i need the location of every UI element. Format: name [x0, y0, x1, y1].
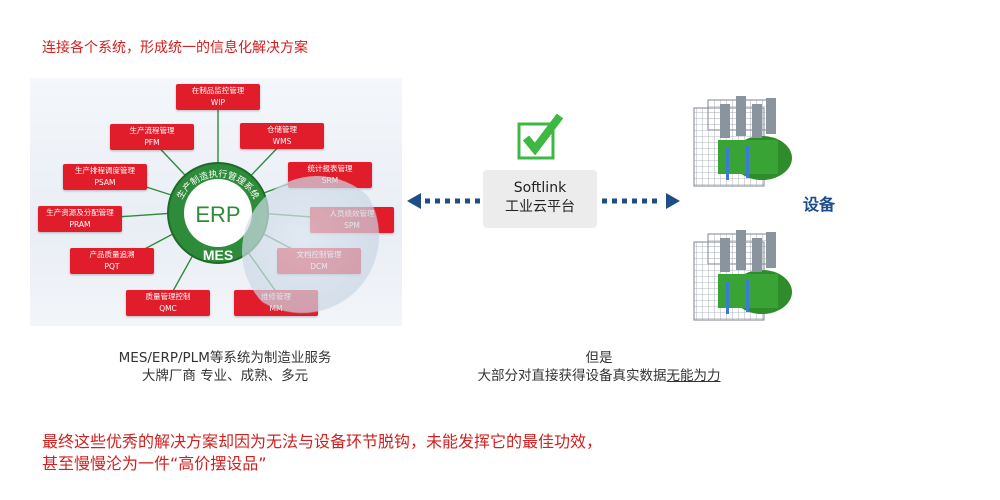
right-caption-line1: 但是 — [585, 350, 613, 366]
device-label: 设备 — [803, 195, 836, 214]
platform-line1: Softlink — [513, 180, 567, 196]
erp-label: ERP — [195, 202, 240, 227]
right-caption-line2: 大部分对直接获得设备真实数据无能为力 — [477, 368, 721, 384]
engine-icon — [693, 96, 792, 187]
conclusion-line2: 甚至慢慢沦为一件“高价摆设品” — [42, 454, 267, 473]
platform-line2: 工业云平台 — [505, 199, 575, 215]
hub-core — [184, 179, 252, 247]
arrow-left-icon — [407, 193, 481, 209]
platform-box: Softlink 工业云平台 — [483, 170, 597, 228]
page-title: 连接各个系统，形成统一的信息化解决方案 — [42, 40, 308, 56]
engine-icon — [693, 230, 792, 321]
check-icon — [517, 113, 564, 160]
conclusion-text: 最终这些优秀的解决方案却因为无法与设备环节脱钩，未能发挥它的最佳功效， 甚至慢慢… — [42, 431, 602, 475]
left-caption-line1: MES/ERP/PLM等系统为制造业服务 — [118, 350, 332, 366]
arrow-right-icon — [602, 193, 680, 209]
left-caption-line2: 大牌厂商 专业、成熟、多元 — [141, 368, 309, 384]
hub-spokes: 生产制造执行管理系统 ERP MES — [101, 106, 326, 301]
left-caption: MES/ERP/PLM等系统为制造业服务 大牌厂商 专业、成熟、多元 — [60, 349, 390, 385]
mes-label: MES — [203, 247, 233, 263]
right-caption: 但是 大部分对直接获得设备真实数据无能为力 — [438, 349, 760, 385]
conclusion-line1: 最终这些优秀的解决方案却因为无法与设备环节脱钩，未能发挥它的最佳功效， — [42, 432, 603, 451]
